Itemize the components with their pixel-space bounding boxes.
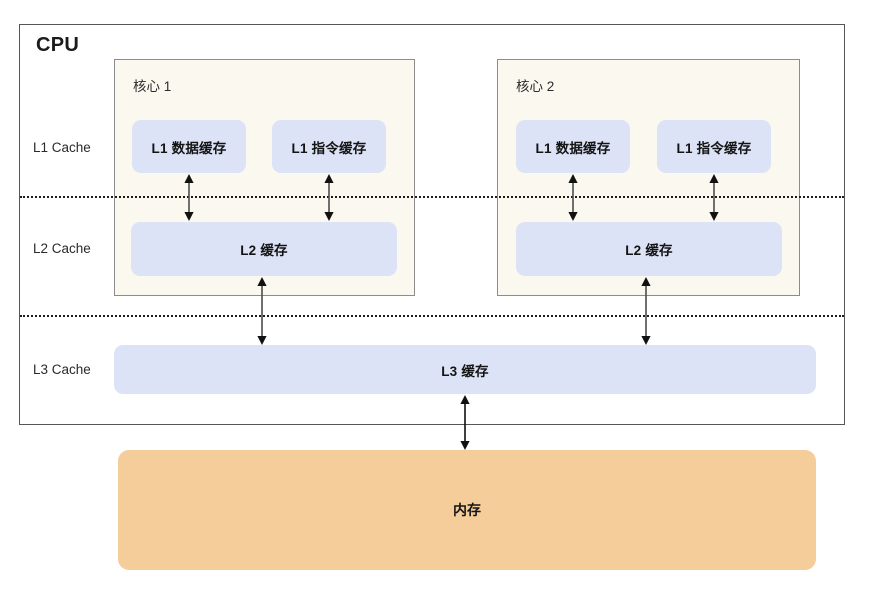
memory-block: 内存 [118,450,816,570]
core-1-l1-instruction-cache: L1 指令缓存 [272,120,386,173]
arrow-core1-l1data-to-l2 [181,174,197,221]
arrow-core2-l1data-to-l2 [565,174,581,221]
core-2-l1-data-cache: L1 数据缓存 [516,120,630,173]
arrow-core2-l1instruction-to-l2 [706,174,722,221]
core-2-l2-cache: L2 缓存 [516,222,782,276]
row-label-l3-cache: L3 Cache [33,362,91,377]
arrow-core1-l2-to-l3 [254,277,270,345]
row-label-l2-cache: L2 Cache [33,241,91,256]
divider-l1-l2 [20,196,844,198]
l3-cache: L3 缓存 [114,345,816,394]
arrow-l3-to-memory [457,395,473,450]
arrow-core2-l2-to-l3 [638,277,654,345]
row-label-l1-cache: L1 Cache [33,140,91,155]
core-2-label: 核心 2 [516,79,555,94]
core-1-l2-cache: L2 缓存 [131,222,397,276]
core-2-l1-instruction-cache: L1 指令缓存 [657,120,771,173]
core-1-l1-data-cache: L1 数据缓存 [132,120,246,173]
cpu-title: CPU [36,34,80,56]
core-1-label: 核心 1 [133,79,172,94]
divider-l2-l3 [20,315,844,317]
arrow-core1-l1instruction-to-l2 [321,174,337,221]
